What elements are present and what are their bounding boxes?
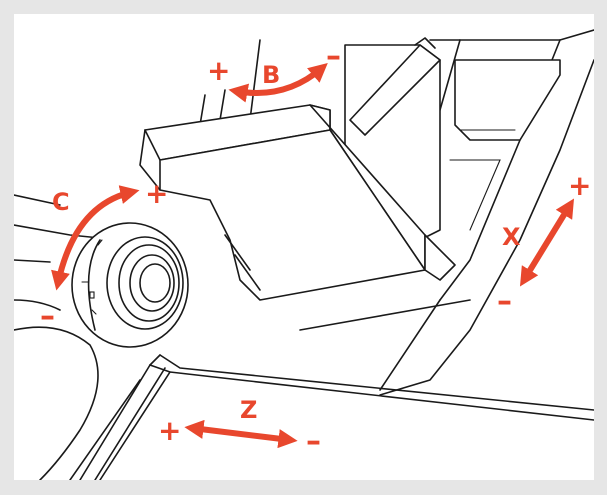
head-block-main (139, 104, 456, 301)
axis-b-label: B (262, 61, 280, 89)
axis-c-indicator (51, 185, 140, 291)
axis-z-arrow (184, 419, 298, 449)
axis-c-plus: + (145, 177, 168, 210)
axis-c-minus: – (40, 299, 55, 334)
axis-c-label: C (52, 188, 70, 216)
line-drawing (14, 14, 594, 480)
axis-x-arrow (519, 198, 575, 287)
axis-z-label: Z (240, 396, 257, 424)
axis-b-plus: + (207, 54, 230, 87)
axis-b-indicator (228, 62, 328, 103)
axis-z-plus: + (158, 414, 181, 447)
rotary-chuck (71, 222, 189, 348)
axis-x-label: X (502, 223, 521, 251)
axis-z-minus: – (306, 424, 321, 459)
axis-x-minus: – (497, 284, 512, 319)
axis-b-arrow (228, 62, 328, 103)
machine-rail (299, 29, 594, 396)
axis-c-arrow (51, 185, 140, 291)
axis-x-indicator (519, 198, 575, 287)
axis-z-indicator (184, 419, 298, 449)
machine-table (69, 354, 594, 480)
axis-x-plus: + (568, 169, 591, 202)
axis-b-minus: – (326, 39, 341, 74)
